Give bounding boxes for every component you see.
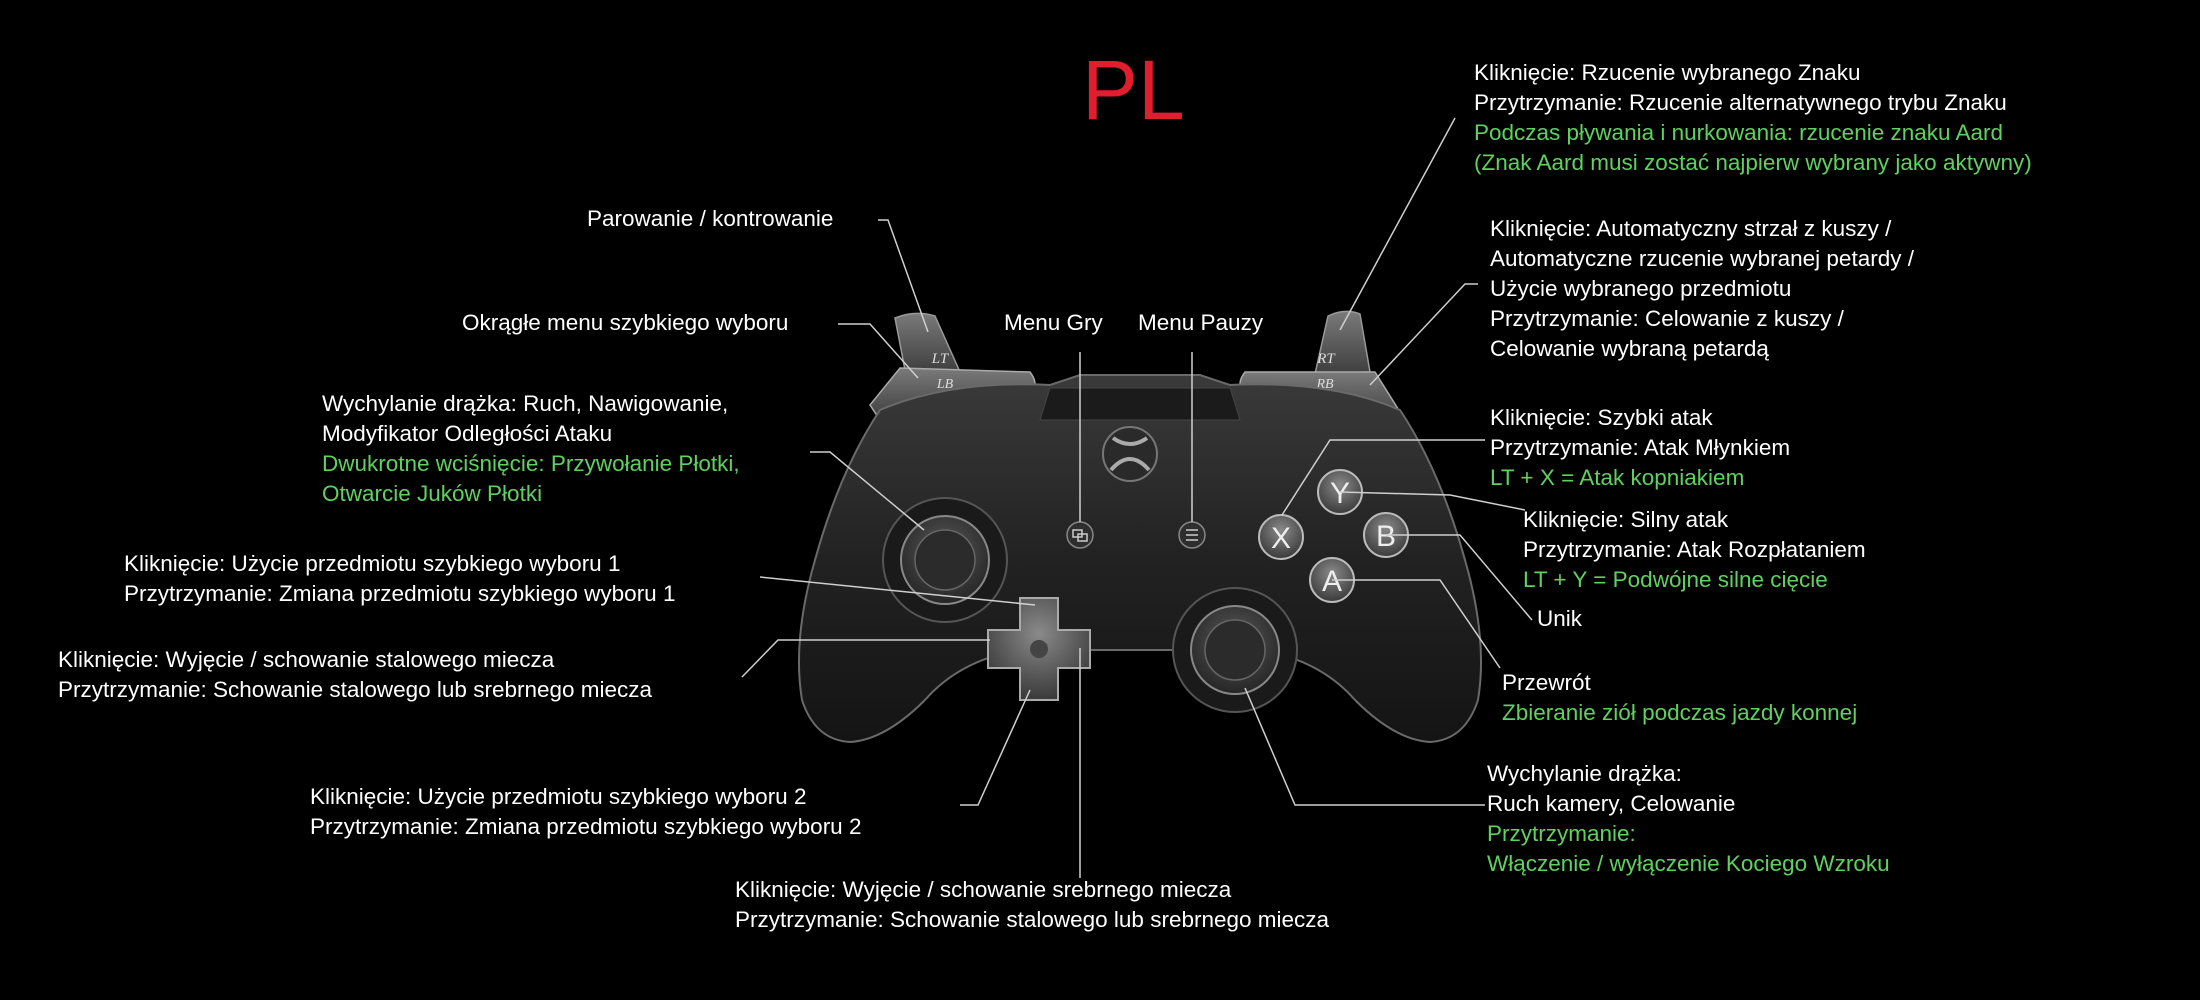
label-y-line-1: Kliknięcie: Silny atak [1523, 507, 1729, 532]
label-right-stick-line-1: Wychylanie drążka: [1487, 761, 1682, 786]
label-dpad-down-line-1: Kliknięcie: Użycie przedmiotu szybkiego … [310, 784, 807, 809]
label-b-button: Unik [1537, 604, 1582, 634]
view-button[interactable] [1066, 521, 1094, 549]
a-button-letter: A [1322, 565, 1342, 598]
lt-trigger[interactable] [894, 312, 962, 373]
x-button[interactable]: X [1258, 514, 1304, 560]
label-x-button: Kliknięcie: Szybki atak Przytrzymanie: A… [1490, 403, 1790, 493]
label-right-stick-green-2: Włączenie / wyłączenie Kociego Wzroku [1487, 851, 1890, 876]
leader-left-stick [810, 451, 925, 531]
label-menu: Menu Pauzy [1138, 308, 1263, 338]
view-icon-back [1077, 533, 1088, 542]
label-right-stick-line-2: Ruch kamery, Celowanie [1487, 791, 1736, 816]
label-view: Menu Gry [1004, 308, 1103, 338]
leader-dpad-left [741, 639, 990, 678]
label-dpad-left-line-2: Przytrzymanie: Schowanie stalowego lub s… [58, 677, 653, 702]
label-x-green: LT + X = Atak kopniakiem [1490, 465, 1745, 490]
label-rt-line-2: Automatyczne rzucenie wybranej petardy / [1490, 246, 1914, 271]
label-left-stick-line-2: Modyfikator Odległości Ataku [322, 421, 613, 446]
y-button-letter: Y [1330, 477, 1350, 510]
leader-right-stick [1244, 687, 1485, 806]
label-rb-line-2: Przytrzymanie: Rzucenie alternatywnego t… [1474, 90, 2007, 115]
label-rt-line-1: Kliknięcie: Automatyczny strzał z kuszy … [1490, 216, 1892, 241]
label-y-button: Kliknięcie: Silny atak Przytrzymanie: At… [1523, 505, 1866, 595]
label-b-line: Unik [1537, 606, 1583, 631]
label-rt-line-3: Użycie wybranego przedmiotu [1490, 276, 1792, 301]
x-button-letter: X [1271, 522, 1291, 555]
left-stick-cap [914, 529, 976, 591]
label-rt-line-5: Celowanie wybraną petardą [1490, 336, 1769, 361]
label-y-green: LT + Y = Podwójne silne cięcie [1523, 567, 1828, 592]
label-lt: Parowanie / kontrowanie [587, 204, 833, 234]
label-right-stick-green-1: Przytrzymanie: [1487, 821, 1636, 846]
label-dpad-left: Kliknięcie: Wyjęcie / schowanie staloweg… [58, 645, 652, 705]
label-lb-line: Okrągłe menu szybkiego wyboru [462, 310, 789, 335]
label-left-stick: Wychylanie drążka: Ruch, Nawigowanie, Mo… [322, 389, 740, 509]
label-dpad-up-line-2: Przytrzymanie: Zmiana przedmiotu szybkie… [124, 581, 676, 606]
label-left-stick-green-2: Otwarcie Juków Płotki [322, 481, 543, 506]
label-rb-green-1: Podczas pływania i nurkowania: rzucenie … [1474, 120, 2004, 145]
xbox-logo-mark [1109, 436, 1151, 472]
label-dpad-down: Kliknięcie: Użycie przedmiotu szybkiego … [310, 782, 861, 842]
leader-x [1281, 439, 1485, 516]
leader-rt [1369, 283, 1478, 386]
leader-a [1332, 579, 1501, 669]
label-y-line-2: Przytrzymanie: Atak Rozpłataniem [1523, 537, 1866, 562]
label-rt-line-4: Przytrzymanie: Celowanie z kuszy / [1490, 306, 1844, 331]
leader-rb [1339, 117, 1456, 331]
page-title: PL [1082, 43, 1185, 137]
leader-b [1386, 534, 1533, 621]
label-lb: Okrągłe menu szybkiego wyboru [462, 308, 788, 338]
leader-lb [838, 323, 919, 379]
leader-dpad-up [759, 576, 1036, 606]
label-menu-line: Menu Pauzy [1138, 310, 1264, 335]
label-rb: Kliknięcie: Rzucenie wybranego Znaku Prz… [1474, 58, 2032, 178]
lb-label: LB [936, 377, 954, 392]
label-a-line: Przewrót [1502, 670, 1591, 695]
leader-dpad-down [960, 689, 1031, 806]
menu-icon [1186, 529, 1198, 541]
label-rt: Kliknięcie: Automatyczny strzał z kuszy … [1490, 214, 1914, 364]
label-x-line-1: Kliknięcie: Szybki atak [1490, 405, 1713, 430]
label-dpad-down-line-2: Przytrzymanie: Zmiana przedmiotu szybkie… [310, 814, 862, 839]
label-view-line: Menu Gry [1004, 310, 1103, 335]
label-dpad-left-line-1: Kliknięcie: Wyjęcie / schowanie staloweg… [58, 647, 555, 672]
label-rb-line-1: Kliknięcie: Rzucenie wybranego Znaku [1474, 60, 1861, 85]
controller-top-panel [1039, 387, 1241, 421]
label-dpad-right: Kliknięcie: Wyjęcie / schowanie srebrneg… [735, 875, 1329, 935]
lt-label: LT [931, 351, 950, 367]
label-dpad-up: Kliknięcie: Użycie przedmiotu szybkiego … [124, 549, 675, 609]
label-right-stick: Wychylanie drążka: Ruch kamery, Celowani… [1487, 759, 1890, 879]
label-a-button: Przewrót Zbieranie ziół podczas jazdy ko… [1502, 668, 1857, 728]
leader-lt [878, 219, 929, 333]
label-a-green: Zbieranie ziół podczas jazdy konnej [1502, 700, 1858, 725]
controller-body [798, 374, 1482, 744]
label-dpad-up-line-1: Kliknięcie: Użycie przedmiotu szybkiego … [124, 551, 621, 576]
xbox-logo-icon[interactable] [1102, 426, 1158, 482]
d-pad-center [1030, 640, 1048, 658]
label-dpad-right-line-2: Przytrzymanie: Schowanie stalowego lub s… [735, 907, 1330, 932]
rt-label: RT [1316, 351, 1336, 367]
label-lt-line: Parowanie / kontrowanie [587, 206, 834, 231]
right-stick-cap [1204, 619, 1266, 681]
label-left-stick-green-1: Dwukrotne wciśnięcie: Przywołanie Płotki… [322, 451, 740, 476]
label-left-stick-line-1: Wychylanie drążka: Ruch, Nawigowanie, [322, 391, 729, 416]
b-button-letter: B [1376, 520, 1396, 553]
label-dpad-right-line-1: Kliknięcie: Wyjęcie / schowanie srebrneg… [735, 877, 1232, 902]
label-rb-green-2: (Znak Aard musi zostać najpierw wybrany … [1474, 150, 2032, 175]
label-x-line-2: Przytrzymanie: Atak Młynkiem [1490, 435, 1791, 460]
leader-y [1339, 491, 1526, 511]
